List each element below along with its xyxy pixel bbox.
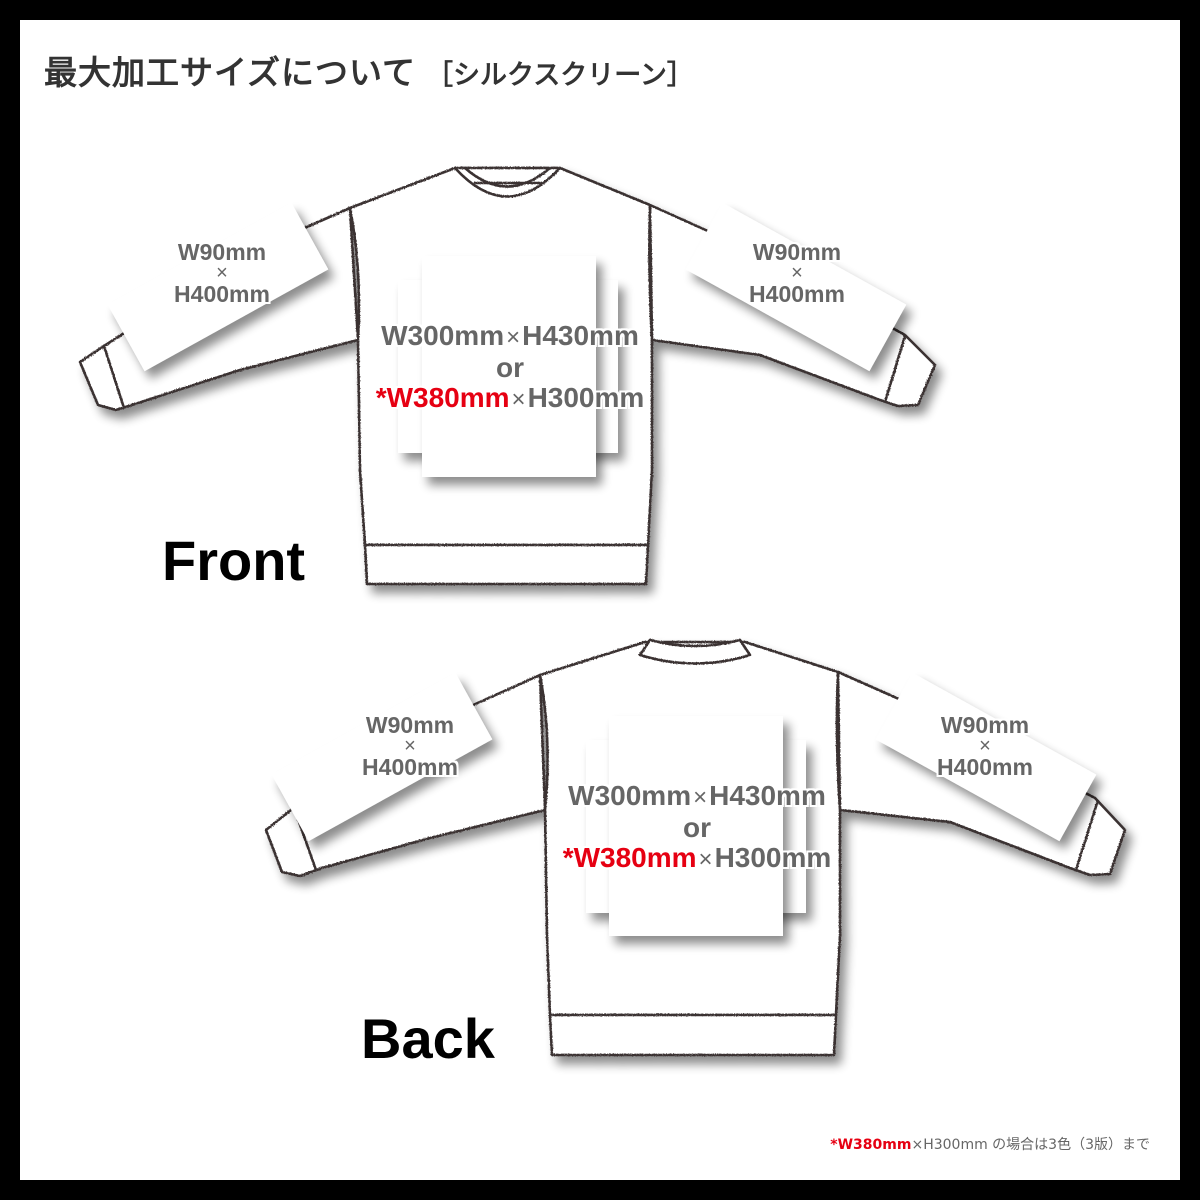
back-sweatshirt xyxy=(264,638,1127,1057)
front-right-sleeve-height: H400mm xyxy=(749,281,845,307)
times-symbol: × xyxy=(979,735,991,757)
back-left-sleeve-size: W90mm × H400mm xyxy=(362,712,458,780)
front-hem xyxy=(363,543,650,586)
front-body-or: or xyxy=(496,352,524,383)
footnote-text: H300mm の場合は3色（3版）まで xyxy=(923,1137,1150,1153)
sweatshirt-illustrations xyxy=(78,166,1127,1057)
front-left-sleeve-size: W90mm × H400mm xyxy=(174,239,270,307)
size-guide-canvas: 最大加工サイズについて ［シルクスクリーン］ xyxy=(20,20,1180,1180)
back-right-sleeve-size: W90mm × H400mm xyxy=(937,712,1033,780)
footnote: *W380mm×H300mm の場合は3色（3版）まで xyxy=(830,1134,1150,1154)
front-body-option1: W300mm×H430mm xyxy=(381,320,639,352)
back-body-option2: *W380mm×H300mm xyxy=(562,842,832,874)
front-body-size: W300mm×H430mm or *W380mm×H300mm xyxy=(376,321,645,415)
back-body-or: or xyxy=(683,812,711,843)
front-left-sleeve-width: W90mm xyxy=(177,239,267,265)
back-body-option1: W300mm×H430mm xyxy=(568,780,826,812)
title-method: ［シルクスクリーン］ xyxy=(426,60,694,91)
front-label: Front xyxy=(162,529,306,592)
back-collar xyxy=(638,638,752,665)
back-body-size: W300mm×H430mm or *W380mm×H300mm xyxy=(563,781,832,875)
back-body-option2-width: *W380mm xyxy=(562,842,697,873)
back-label: Back xyxy=(361,1007,495,1070)
times-symbol: × xyxy=(791,262,803,284)
front-body-option2-width: *W380mm xyxy=(375,382,510,413)
footnote-highlight: *W380mm xyxy=(830,1137,912,1153)
front-right-sleeve-width: W90mm xyxy=(752,239,842,265)
back-left-sleeve-width: W90mm xyxy=(365,712,455,738)
front-left-sleeve-height: H400mm xyxy=(174,281,270,307)
times-symbol: × xyxy=(216,262,228,284)
back-left-sleeve-height: H400mm xyxy=(362,754,458,780)
times-symbol: × xyxy=(404,735,416,757)
times-symbol: × xyxy=(911,1137,924,1153)
front-sweatshirt xyxy=(78,166,937,586)
back-hem xyxy=(548,1013,838,1057)
front-body-option2: *W380mm×H300mm xyxy=(375,382,645,414)
title-main: 最大加工サイズについて xyxy=(44,53,417,92)
front-right-sleeve-size: W90mm × H400mm xyxy=(749,239,845,307)
page-title: 最大加工サイズについて ［シルクスクリーン］ xyxy=(44,46,694,94)
back-right-sleeve-width: W90mm xyxy=(940,712,1030,738)
back-right-sleeve-height: H400mm xyxy=(937,754,1033,780)
